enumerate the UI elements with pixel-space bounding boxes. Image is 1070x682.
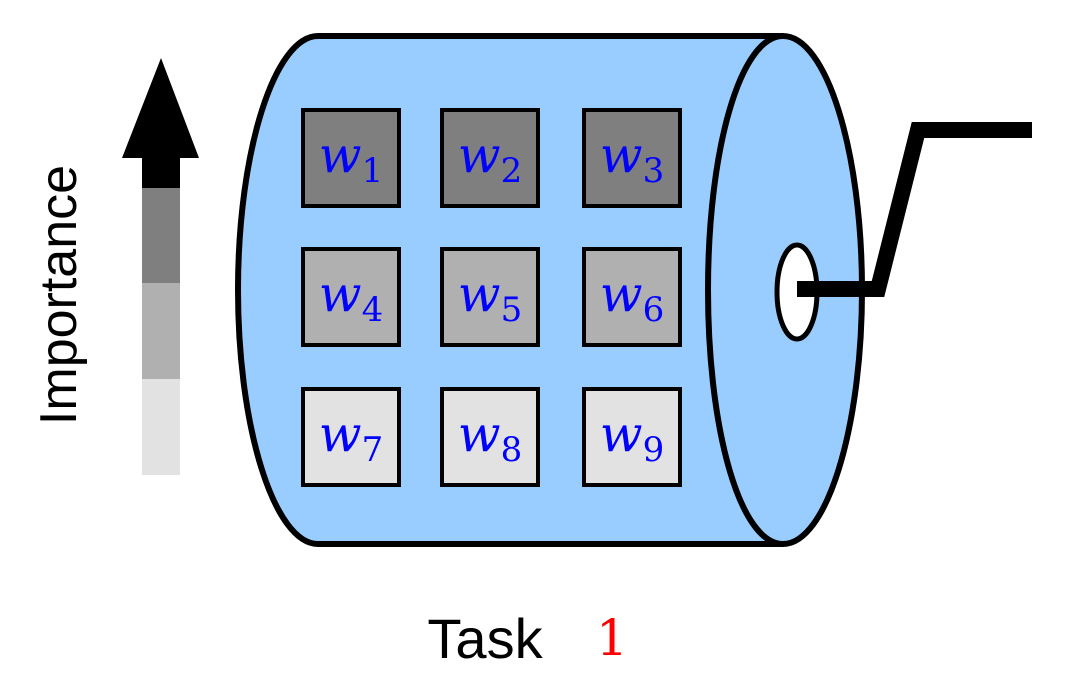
- weight-label: w3: [600, 126, 664, 191]
- weight-cell-box: [440, 108, 540, 208]
- weight-cell-2: w2: [440, 108, 540, 208]
- importance-indicator: [122, 58, 199, 475]
- weight-cell-box: [582, 108, 682, 208]
- weight-cell-1: w1: [301, 108, 401, 208]
- weight-cell-box: [440, 247, 540, 347]
- weight-cell-box: [440, 387, 540, 487]
- weight-label: w9: [600, 405, 664, 470]
- weight-label: w6: [600, 265, 664, 330]
- weight-cell-4: w4: [301, 247, 401, 347]
- weight-cell-box: [301, 108, 401, 208]
- weight-cell-box: [582, 247, 682, 347]
- weight-label: w8: [458, 405, 522, 470]
- weight-cell-6: w6: [582, 247, 682, 347]
- caption-task-word: Task: [427, 607, 543, 670]
- weight-label: w5: [458, 265, 522, 330]
- weight-cell-box: [301, 387, 401, 487]
- weight-cell-9: w9: [582, 387, 682, 487]
- importance-level-high: [142, 187, 180, 283]
- importance-level-medium: [142, 283, 180, 379]
- weight-label: w1: [319, 126, 383, 191]
- caption: Task 1: [427, 607, 627, 670]
- caption-task-number: 1: [596, 609, 628, 667]
- weight-cell-5: w5: [440, 247, 540, 347]
- weight-grid: w1 w2 w3 w4 w5 w6 w7 w8 w9: [301, 108, 682, 487]
- crank-handle-icon[interactable]: [797, 122, 1032, 297]
- importance-arrowhead-icon: [122, 58, 199, 188]
- weight-cell-box: [582, 387, 682, 487]
- cylinder-end-edge: [704, 33, 784, 547]
- weight-label: w4: [319, 265, 383, 330]
- importance-axis-label: Importance: [30, 165, 88, 425]
- weight-cell-7: w7: [301, 387, 401, 487]
- importance-level-low: [142, 379, 180, 475]
- weight-label: w7: [319, 405, 383, 470]
- weight-cell-box: [301, 247, 401, 347]
- weight-label: w2: [458, 126, 522, 191]
- weight-cell-3: w3: [582, 108, 682, 208]
- weight-cell-8: w8: [440, 387, 540, 487]
